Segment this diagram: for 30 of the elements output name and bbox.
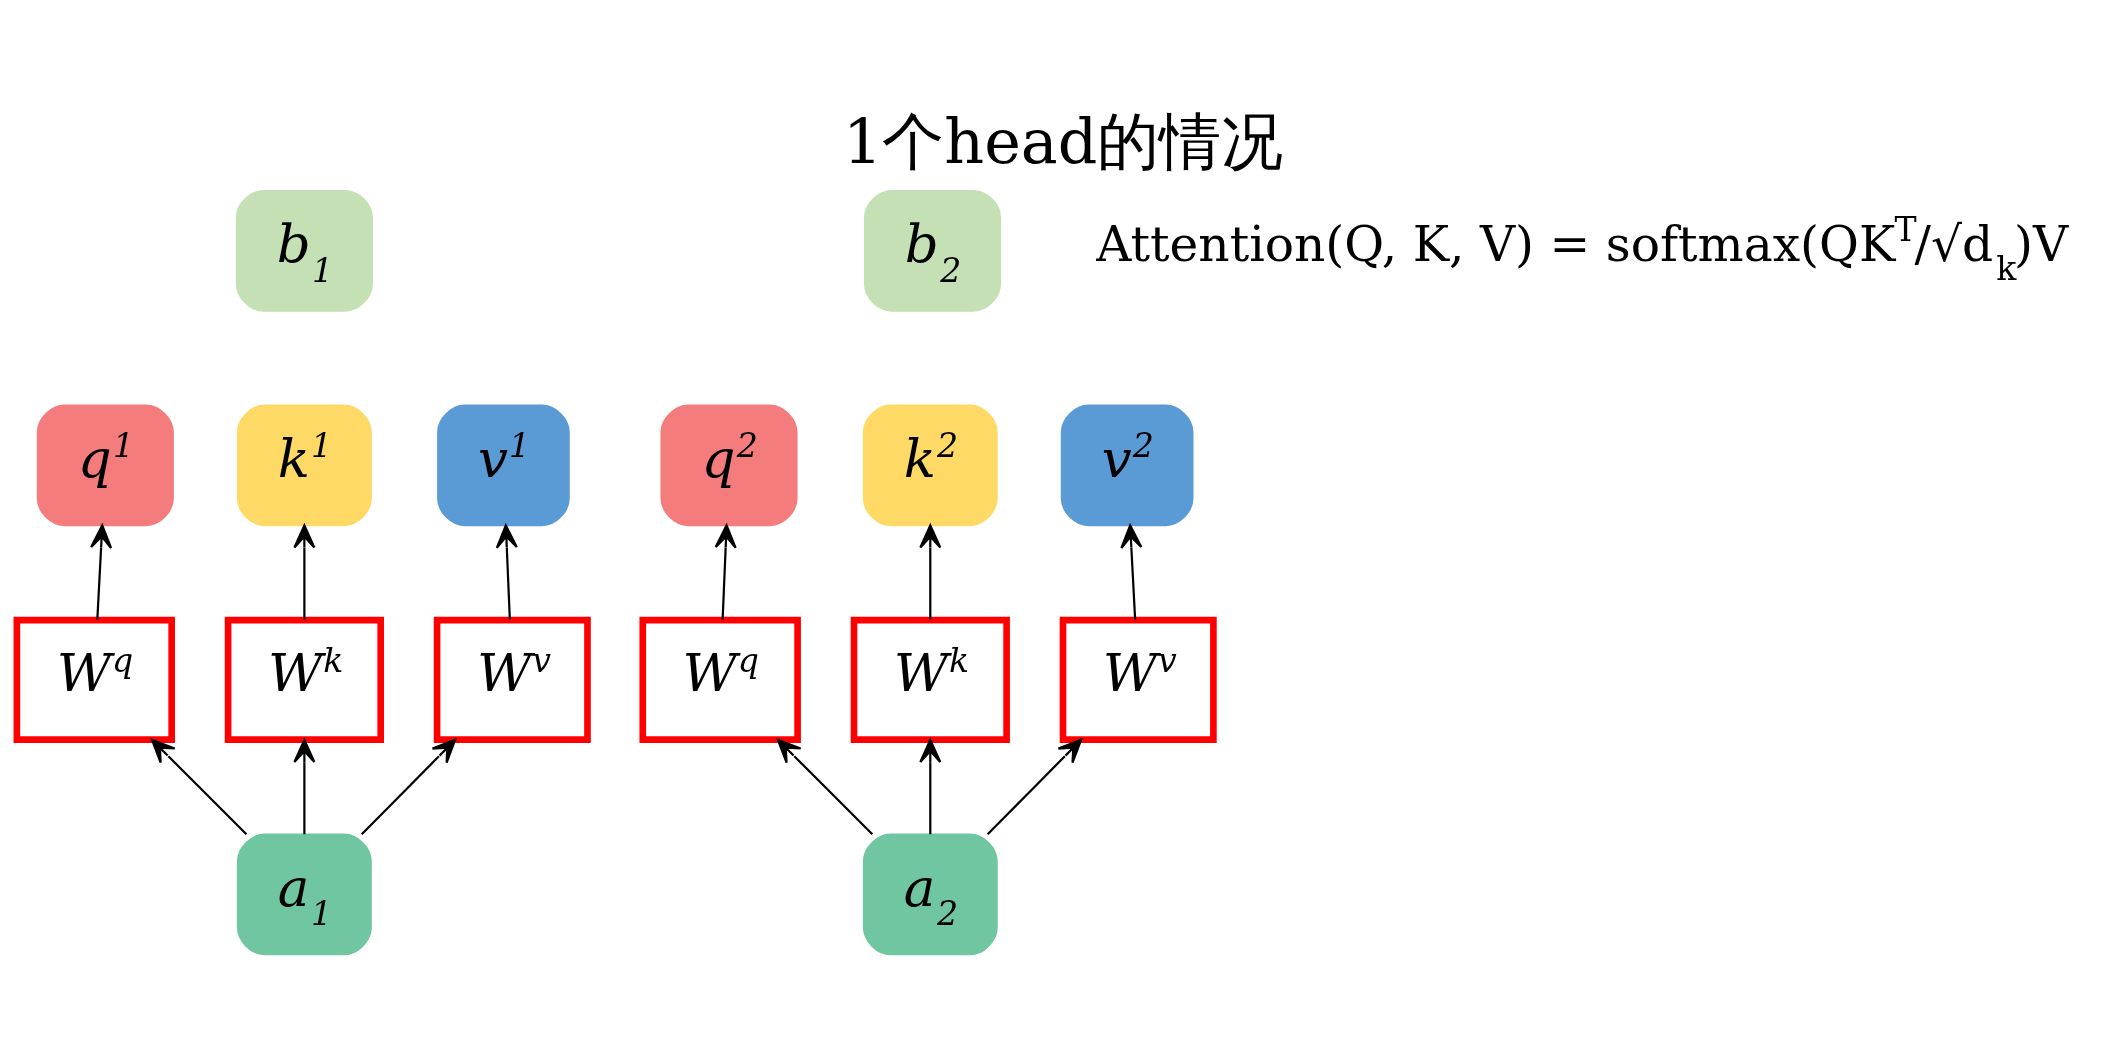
- node-box: W$^{k}$: [224, 616, 384, 743]
- node-box: a$_{2}$: [862, 833, 998, 955]
- diagram-title: 1个head的情况: [842, 105, 1284, 178]
- node-box: W$^{q}$: [639, 616, 801, 743]
- arrow: [919, 738, 942, 834]
- node-box: b$_{2}$: [863, 189, 1002, 312]
- arrow: [1120, 523, 1143, 620]
- arrow: [776, 738, 874, 835]
- node-box: W$^{k}$: [850, 616, 1010, 743]
- node-box: b$_{1}$: [235, 189, 373, 312]
- node-box: q$^{2}$: [660, 404, 798, 526]
- arrow: [986, 738, 1083, 835]
- arrow: [90, 523, 113, 620]
- node-box: k$^{2}$: [862, 404, 998, 526]
- node-box: a$_{1}$: [236, 833, 372, 955]
- node-box: k$^{1}$: [236, 404, 372, 526]
- arrow: [293, 523, 316, 620]
- node-box: v$^{1}$: [437, 404, 570, 526]
- label: Attention(Q, K, V) = softmax(QK$^{T}$/√d$_{k}$)V: [1096, 210, 2069, 288]
- arrow: [150, 738, 248, 835]
- node-box: v$^{2}$: [1060, 404, 1194, 526]
- arrow: [360, 738, 457, 835]
- arrow: [919, 523, 942, 620]
- node-box: q$^{1}$: [36, 404, 174, 526]
- arrow: [495, 523, 518, 620]
- arrow: [714, 523, 737, 620]
- node-box: W$^{q}$: [13, 616, 175, 743]
- arrow: [293, 738, 316, 834]
- node-box: W$^{v}$: [433, 616, 591, 743]
- node-box: W$^{v}$: [1059, 616, 1217, 743]
